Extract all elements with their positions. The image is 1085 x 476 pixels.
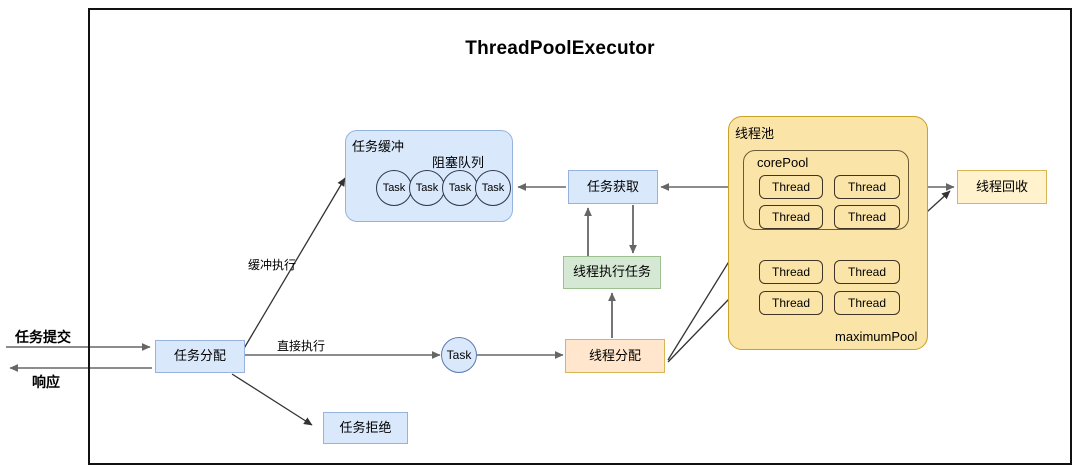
- queue-task-circle: Task: [442, 170, 478, 206]
- label-buffer-execute: 缓冲执行: [248, 258, 297, 272]
- node-thread-dispatch[interactable]: 线程分配: [565, 339, 665, 373]
- queue-task-circle: Task: [409, 170, 445, 206]
- executor-boundary: [88, 8, 1072, 465]
- page-title: ThreadPoolExecutor: [465, 38, 655, 60]
- queue-task-circle: Task: [475, 170, 511, 206]
- node-task[interactable]: Task: [441, 337, 477, 373]
- node-thread-recycle[interactable]: 线程回收: [957, 170, 1047, 204]
- maximum-thread-chip: Thread: [834, 291, 900, 315]
- label-task-buffer-title: 任务缓冲: [352, 139, 405, 154]
- label-direct-execute: 直接执行: [277, 339, 326, 353]
- maximum-thread-chip: Thread: [759, 260, 823, 284]
- queue-task-circle: Task: [376, 170, 412, 206]
- edge-task-reject: [231, 373, 313, 426]
- core-thread-chip: Thread: [759, 175, 823, 199]
- core-thread-chip: Thread: [834, 175, 900, 199]
- node-thread-execute-task[interactable]: 线程执行任务: [563, 256, 661, 289]
- edge-buffer-execute: [229, 177, 346, 373]
- label-thread-pool-title: 线程池: [735, 126, 775, 141]
- label-blocking-queue: 阻塞队列: [432, 155, 485, 170]
- node-task-reject[interactable]: 任务拒绝: [323, 412, 408, 444]
- maximum-thread-chip: Thread: [759, 291, 823, 315]
- node-task-dispatch[interactable]: 任务分配: [155, 340, 245, 373]
- core-thread-chip: Thread: [759, 205, 823, 229]
- label-core-pool: corePool: [757, 155, 809, 170]
- label-task-submit: 任务提交: [15, 329, 71, 345]
- label-maximum-pool: maximumPool: [835, 329, 918, 344]
- container-core-pool: [743, 150, 909, 230]
- maximum-thread-chip: Thread: [834, 260, 900, 284]
- node-task-fetch[interactable]: 任务获取: [568, 170, 658, 204]
- label-response: 响应: [32, 374, 60, 390]
- core-thread-chip: Thread: [834, 205, 900, 229]
